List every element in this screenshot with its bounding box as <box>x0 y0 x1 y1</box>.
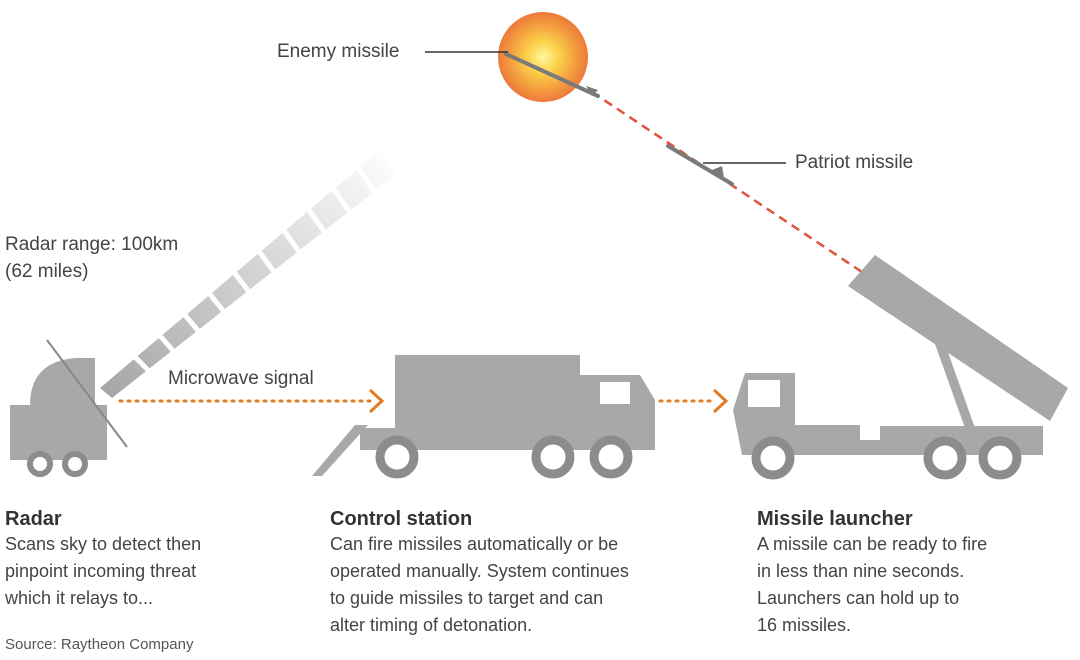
source-note: Source: Raytheon Company <box>5 636 194 653</box>
radar-beam <box>100 150 395 398</box>
control-station-section: Control station Can fire missiles automa… <box>330 508 629 639</box>
missile-launcher-desc-line: Launchers can hold up to <box>757 588 960 608</box>
radar-desc-line: which it relays to... <box>5 588 154 608</box>
control-station-desc-line: to guide missiles to target and can <box>330 588 604 608</box>
radar-range-miles: (62 miles) <box>5 261 89 282</box>
patriot-trajectory <box>591 90 863 274</box>
radar-desc-line: pinpoint incoming threat <box>5 561 197 581</box>
radar-range-label: Radar range: 100km <box>5 234 179 255</box>
control-station-truck <box>312 355 655 479</box>
microwave-signal-label: Microwave signal <box>168 368 314 389</box>
radar-vehicle <box>10 339 128 477</box>
patriot-missile-label: Patriot missile <box>795 152 914 173</box>
enemy-missile-icon <box>504 52 600 98</box>
control-station-desc-line: operated manually. System continues <box>330 561 629 581</box>
radar-beam-gaps <box>128 160 378 374</box>
missile-launcher-desc-line: in less than nine seconds. <box>757 561 965 581</box>
enemy-missile-label: Enemy missile <box>277 41 400 62</box>
control-station-title: Control station <box>330 508 473 530</box>
missile-launcher-truck <box>733 255 1068 480</box>
radar-title: Radar <box>5 508 62 530</box>
radar-desc-line: Scans sky to detect then <box>5 534 202 554</box>
arrow-icon <box>368 388 385 414</box>
missile-launcher-section: Missile launcher A missile can be ready … <box>757 508 987 639</box>
radar-section: Radar Scans sky to detect then pinpoint … <box>5 508 201 612</box>
arrow-icon <box>712 388 729 414</box>
missile-launcher-title: Missile launcher <box>757 508 913 530</box>
missile-launcher-desc-line: 16 missiles. <box>757 615 852 635</box>
missile-launcher-desc-line: A missile can be ready to fire <box>757 534 988 554</box>
control-station-desc-line: Can fire missiles automatically or be <box>330 534 619 554</box>
patriot-missile-icon <box>666 144 734 186</box>
control-station-desc-line: alter timing of detonation. <box>330 615 533 635</box>
